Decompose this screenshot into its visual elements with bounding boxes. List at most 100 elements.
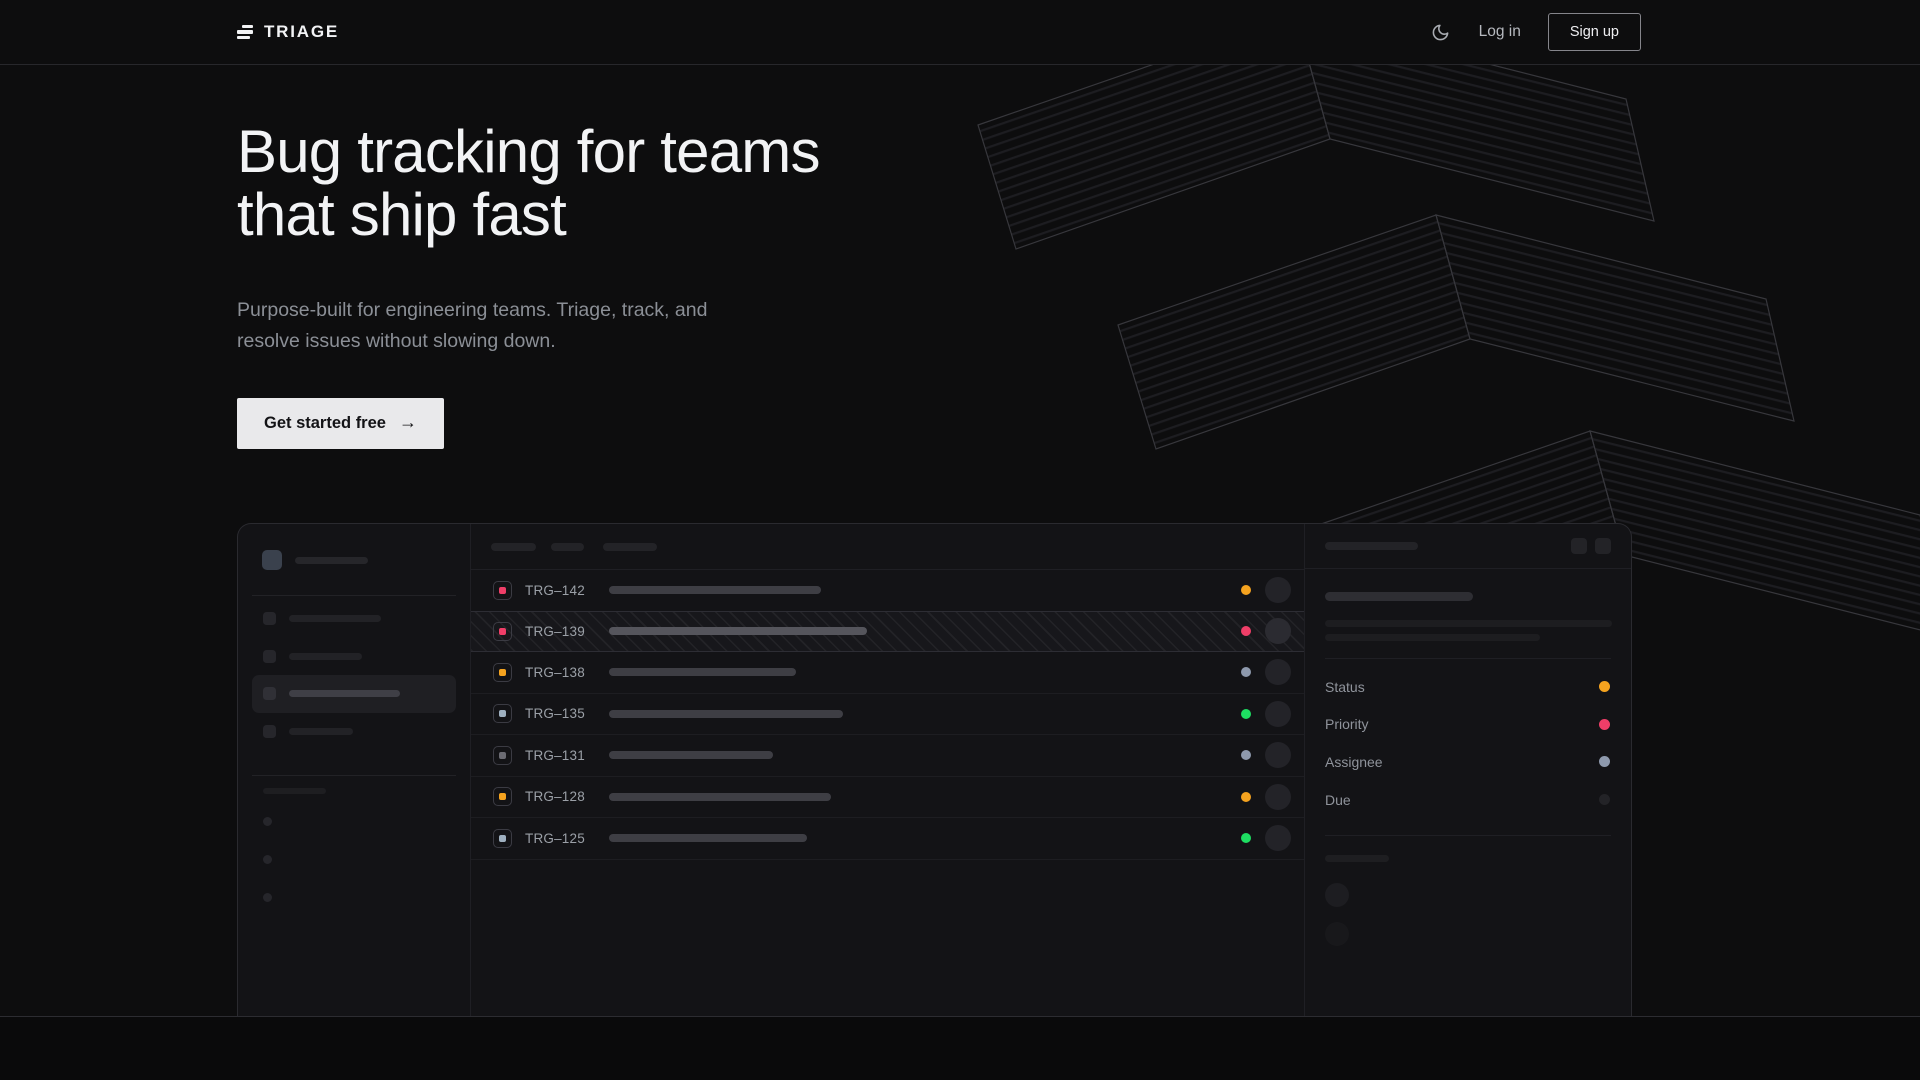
issue-row[interactable]: TRG–125 — [471, 818, 1304, 860]
sidebar-dot-placeholder — [263, 817, 272, 827]
issue-id: TRG–135 — [525, 706, 585, 722]
issue-id: TRG–142 — [525, 582, 585, 598]
navbar: TRIAGE Log in Sign up — [0, 0, 1920, 65]
sidebar-item-label-placeholder — [289, 690, 400, 698]
assignee-avatar[interactable] — [1265, 577, 1291, 604]
assignee-avatar[interactable] — [1265, 700, 1291, 727]
issue-title-placeholder — [609, 668, 796, 677]
assignee-avatar[interactable] — [1265, 618, 1291, 645]
field-value-dot — [1599, 681, 1610, 693]
list-tab-placeholder[interactable] — [491, 542, 536, 551]
issue-row[interactable]: TRG–142 — [471, 570, 1304, 612]
status-dot — [1241, 626, 1251, 637]
issue-id: TRG–131 — [525, 747, 585, 763]
moon-icon — [1432, 24, 1449, 40]
panel-field-priority[interactable]: Priority — [1305, 706, 1631, 744]
sidebar-item[interactable] — [252, 600, 456, 638]
comment-avatar-placeholder — [1325, 883, 1349, 908]
workspace-switcher[interactable] — [262, 550, 470, 570]
field-label: Due — [1325, 791, 1351, 808]
issue-title-placeholder — [609, 709, 843, 718]
assignee-avatar[interactable] — [1265, 742, 1291, 769]
sidebar-item-label-placeholder — [289, 652, 362, 660]
panel-divider — [1325, 835, 1611, 837]
signup-button[interactable]: Sign up — [1547, 13, 1641, 51]
sidebar-item-label-placeholder — [289, 615, 381, 623]
issue-title-placeholder — [609, 792, 831, 801]
issue-row[interactable]: TRG–135 — [471, 694, 1304, 735]
panel-divider — [1325, 658, 1611, 659]
issue-row[interactable]: TRG–131 — [471, 735, 1304, 777]
sidebar-item[interactable] — [252, 638, 456, 676]
issue-type-icon — [493, 662, 512, 682]
theme-toggle-button[interactable] — [1430, 21, 1452, 43]
panel-field-status[interactable]: Status — [1305, 668, 1631, 706]
list-tab-placeholder[interactable] — [551, 542, 584, 551]
issue-type-icon — [493, 580, 512, 600]
panel-action-button[interactable] — [1571, 538, 1587, 554]
issue-title-placeholder — [609, 586, 821, 595]
comments-label-placeholder — [1325, 855, 1389, 863]
issue-type-icon — [493, 828, 512, 848]
issue-id: TRG–128 — [525, 789, 585, 805]
issue-type-icon — [493, 745, 512, 765]
brand[interactable]: TRIAGE — [237, 22, 339, 42]
field-label: Assignee — [1325, 753, 1383, 770]
issue-id: TRG–139 — [525, 623, 585, 639]
issue-row[interactable]: TRG–128 — [471, 777, 1304, 818]
field-label: Priority — [1325, 716, 1369, 733]
status-dot — [1241, 708, 1251, 719]
get-started-button[interactable]: Get started free → — [237, 398, 444, 449]
sidebar-dot-placeholder — [263, 855, 272, 865]
list-tab-placeholder[interactable] — [603, 542, 657, 551]
issue-title-placeholder — [609, 751, 773, 760]
sidebar-divider — [252, 595, 456, 596]
issue-type-icon — [493, 704, 512, 724]
status-dot — [1241, 585, 1251, 596]
sidebar-item-icon — [263, 612, 276, 626]
assignee-avatar[interactable] — [1265, 659, 1291, 686]
sidebar-item[interactable] — [252, 713, 456, 751]
panel-title-placeholder — [1325, 542, 1418, 550]
sidebar-item-icon — [263, 649, 276, 663]
assignee-avatar[interactable] — [1265, 825, 1291, 852]
panel-field-assignee[interactable]: Assignee — [1305, 743, 1631, 781]
login-link[interactable]: Log in — [1478, 23, 1521, 40]
field-value-dot — [1599, 756, 1610, 768]
status-dot — [1241, 833, 1251, 844]
cta-label: Get started free — [264, 414, 386, 432]
arrow-right-icon: → — [398, 412, 417, 432]
sidebar-dot-placeholder — [263, 893, 272, 903]
status-dot — [1241, 750, 1251, 761]
issue-list-header — [471, 524, 1304, 570]
panel-action-button[interactable] — [1595, 538, 1611, 554]
issue-row[interactable]: TRG–139 — [471, 610, 1304, 652]
sidebar-item-active[interactable] — [252, 675, 456, 713]
issue-title-placeholder — [609, 627, 867, 636]
issue-description-placeholder — [1325, 634, 1540, 641]
field-label: Status — [1325, 678, 1365, 695]
panel-field-due[interactable]: Due — [1305, 781, 1631, 819]
issue-id: TRG–125 — [525, 830, 585, 846]
field-value-dot — [1599, 794, 1610, 806]
mockup-sidebar — [238, 524, 471, 1016]
issue-description-placeholder — [1325, 620, 1612, 627]
sidebar-section-label-placeholder — [263, 788, 326, 795]
assignee-avatar[interactable] — [1265, 783, 1291, 810]
bottom-section — [0, 1016, 1920, 1080]
issue-title-placeholder — [1325, 592, 1473, 601]
workspace-name-placeholder — [295, 556, 368, 564]
issue-type-icon — [493, 787, 512, 807]
nav-actions: Log in Sign up — [1430, 13, 1641, 51]
issue-row[interactable]: TRG–138 — [471, 652, 1304, 694]
workspace-avatar — [262, 550, 282, 570]
comment-avatar-placeholder — [1325, 922, 1349, 947]
issue-type-icon — [493, 621, 512, 641]
issue-title-placeholder — [609, 834, 807, 843]
